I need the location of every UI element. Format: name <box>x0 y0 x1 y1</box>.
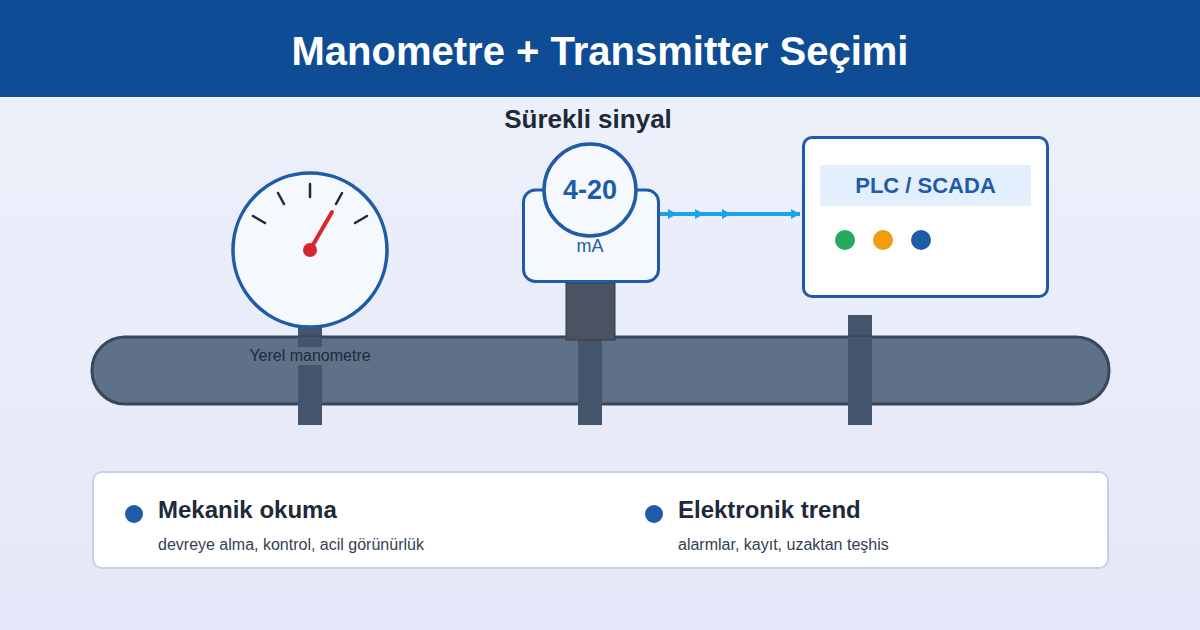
transmitter-box: 4-20 mA <box>522 142 660 283</box>
transmitter-outline <box>522 142 660 283</box>
item-heading: Elektronik trend <box>678 496 861 524</box>
gauge-stem <box>298 318 322 425</box>
signal-range: 4-20 <box>563 175 617 206</box>
item-heading: Mekanik okuma <box>158 496 337 524</box>
title-band: Manometre + Transmitter Seçimi <box>0 0 1200 97</box>
bullet-dot <box>125 505 143 523</box>
item-detail: alarmlar, kayıt, uzaktan teşhis <box>678 536 889 554</box>
signal-unit: mA <box>577 236 604 257</box>
gauge-caption: Yerel manometre <box>246 347 373 365</box>
plc-label: PLC / SCADA <box>820 165 1031 206</box>
transmitter-stem <box>578 336 602 425</box>
transmitter-stem <box>578 337 602 425</box>
gauge-hub <box>303 243 317 257</box>
signal-connector <box>660 209 800 219</box>
bullet-dot <box>645 505 663 523</box>
title-text: Manometre + Transmitter Seçimi <box>292 29 909 74</box>
transmitter-neck <box>566 283 615 340</box>
plc-stem <box>848 315 872 425</box>
plc-box: PLC / SCADA <box>802 136 1049 298</box>
status-lamp <box>835 230 855 250</box>
signal-caption: Sürekli sinyal <box>504 104 672 135</box>
gauge-ticks <box>253 184 367 223</box>
status-lamp <box>873 230 893 250</box>
pressure-gauge <box>233 173 387 327</box>
item-detail: devreye alma, kontrol, acil görünürlük <box>158 536 424 554</box>
info-panel: Mekanik okuma devreye alma, kontrol, acil… <box>92 471 1109 569</box>
plc-stem <box>848 337 872 425</box>
status-lamp <box>911 230 931 250</box>
